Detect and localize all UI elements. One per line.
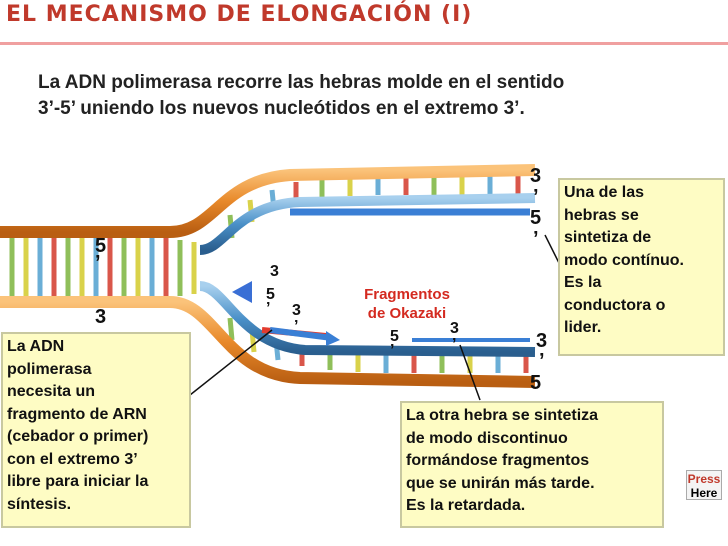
- intro-line-2: 3’-5’ uniendo los nuevos nucleótidos en …: [38, 98, 525, 119]
- note-primer-line: con el extremo 3’: [7, 450, 138, 468]
- note-primer-line: síntesis.: [7, 495, 72, 513]
- template-strand-lower: [199, 281, 536, 357]
- label-top-comma1: ’: [533, 186, 539, 208]
- label-mid-3: 3: [270, 263, 279, 280]
- note-leading-line: modo contínuo.: [564, 251, 684, 269]
- note-leading-line: sintetiza de: [564, 229, 652, 246]
- title-bar: EL MECANISMO DE ELONGACIÓN (I): [0, 0, 728, 46]
- pointer-line-left: [189, 329, 273, 396]
- note-primer-line: polimerasa: [7, 360, 92, 378]
- label-left-3: 3: [95, 306, 107, 328]
- lagging-arrow: [326, 331, 340, 346]
- press-here-line-2: Here: [690, 486, 718, 500]
- press-here-line-1: Press: [687, 472, 721, 486]
- intro-line-1: La ADN polimerasa recorre las hebras mol…: [38, 72, 565, 93]
- note-primer-line: libre para iniciar la: [7, 473, 149, 490]
- note-box-primer: La ADN polimerasa necesita un fragmento …: [1, 332, 191, 528]
- note-leading-line: Una de las: [564, 184, 645, 201]
- note-primer-line: La ADN: [7, 338, 65, 355]
- label-okazaki-5: 5: [390, 328, 399, 345]
- note-box-lagging: La otra hebra se sintetiza de modo disco…: [400, 401, 664, 528]
- note-lagging-line: formándose fragmentos: [406, 452, 590, 469]
- label-top-3: 3: [530, 165, 542, 187]
- label-okazaki-comma: ’: [390, 342, 395, 359]
- note-leading-line: hebras se: [564, 206, 639, 224]
- label-mid-comma2: ’: [294, 318, 299, 335]
- intro-text: La ADN polimerasa recorre las hebras mol…: [38, 70, 718, 122]
- label-mid-5: 5: [266, 286, 275, 303]
- press-here-button[interactable]: Press Here: [686, 470, 722, 500]
- label-mid-3b: 3: [292, 302, 301, 319]
- note-primer-line: necesita un: [7, 383, 96, 400]
- pointer-line-bottom: [459, 344, 481, 401]
- label-left-5: 5: [95, 235, 107, 257]
- parent-strand-top: [0, 164, 536, 238]
- note-lagging-line: Es la retardada.: [406, 497, 526, 514]
- label-mid-comma: ’: [266, 300, 271, 317]
- label-top-comma2: ’: [533, 228, 539, 250]
- note-leading-line: lider.: [564, 319, 602, 336]
- note-lagging-line: de modo discontinuo: [406, 429, 568, 447]
- note-leading-line: Es la: [564, 274, 602, 291]
- parent-strand-bottom: [0, 296, 536, 388]
- okazaki-label-line-2: de Okazaki: [367, 305, 447, 322]
- label-left-comma: ’: [95, 252, 101, 274]
- pointer-line-right: [544, 234, 561, 266]
- okazaki-label-line-1: Fragmentos: [364, 286, 450, 303]
- note-lagging-line: que se unirán más tarde.: [406, 474, 595, 492]
- note-lagging-line: La otra hebra se sintetiza: [406, 407, 599, 424]
- label-right-5: 5: [530, 372, 542, 394]
- label-okazaki-comma2: ’: [452, 336, 457, 353]
- template-strand-upper: [199, 193, 536, 255]
- base-pairs-duplex: [9, 238, 197, 298]
- label-top-5: 5: [530, 207, 542, 229]
- label-right-3: 3: [536, 330, 548, 352]
- note-leading-line: conductora o: [564, 296, 666, 314]
- slide-title: EL MECANISMO DE ELONGACIÓN (I): [6, 2, 473, 27]
- label-okazaki-3: 3: [450, 320, 459, 337]
- note-primer-line: fragmento de ARN: [7, 405, 147, 423]
- leading-strand-arrow: [232, 281, 252, 303]
- lagging-strand-piece: [269, 327, 333, 341]
- label-right-comma: ’: [539, 350, 545, 372]
- title-underline: [0, 42, 728, 45]
- okazaki-label: Fragmentos de Okazaki: [352, 285, 462, 323]
- note-primer-line: (cebador o primer): [7, 428, 149, 445]
- note-box-leading: Una de las hebras se sintetiza de modo c…: [558, 178, 725, 356]
